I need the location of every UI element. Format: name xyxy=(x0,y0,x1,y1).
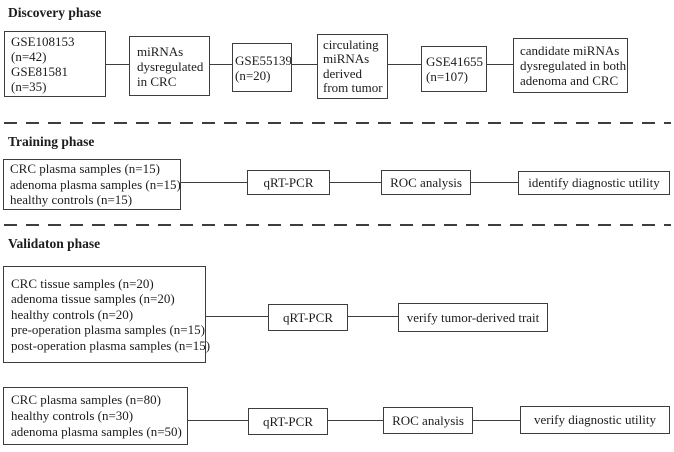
discovery-gse55139-box: GSE55139(n=20) xyxy=(232,43,292,92)
training-roc-analysis-box: ROC analysis xyxy=(381,170,471,195)
discovery-gse41655-box: GSE41655(n=107) xyxy=(421,46,487,92)
discovery-gse-datasets-box: GSE108153(n=42)GSE81581(n=35) xyxy=(4,31,106,97)
validation-plasma-samples-box: CRC plasma samples (n=80)healthy control… xyxy=(3,387,188,445)
validation-roc-analysis-box: ROC analysis xyxy=(383,407,473,434)
validation-qrtpcr-box-1: qRT-PCR xyxy=(268,304,348,331)
discovery-phase-title: Discovery phase xyxy=(8,5,102,20)
training-qrtpcr-box: qRT-PCR xyxy=(247,170,330,195)
validation-verify-utility-box: verify diagnostic utility xyxy=(520,406,670,434)
discovery-connector-line xyxy=(100,64,520,65)
phase-divider-dashed-line-2 xyxy=(4,224,671,226)
validation-qrtpcr-box-2: qRT-PCR xyxy=(248,408,328,435)
validation-tissue-samples-box: CRC tissue samples (n=20)adenoma tissue … xyxy=(3,266,210,363)
training-connector-line xyxy=(180,182,520,183)
validation-verify-trait-box: verify tumor-derived trait xyxy=(398,303,548,332)
phase-divider-dashed-line-1 xyxy=(4,122,671,124)
training-samples-box: CRC plasma samples (n=15)adenoma plasma … xyxy=(3,159,181,210)
training-phase-title: Training phase xyxy=(8,134,95,149)
validation-phase-title: Validaton phase xyxy=(8,236,101,251)
validation-row2-connector-line xyxy=(187,420,520,421)
training-outcome-box: identify diagnostic utility xyxy=(518,171,670,195)
